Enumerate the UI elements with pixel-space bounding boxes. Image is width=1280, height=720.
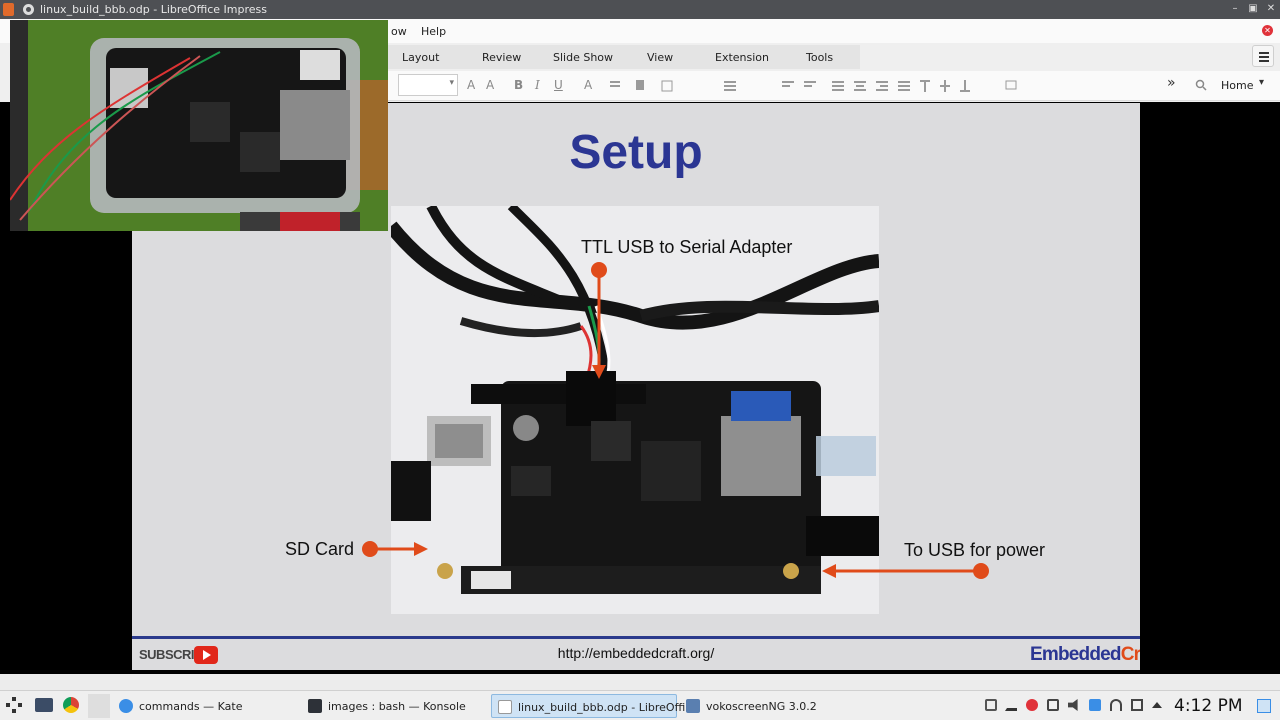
tab-tools[interactable]: Tools — [806, 51, 834, 64]
annotation-usb-power: To USB for power — [904, 540, 1046, 560]
notebook-tabs: Layout Review Slide Show View Extension … — [388, 45, 860, 69]
task-impress[interactable]: linux_build_bbb.odp - LibreOffi... — [491, 694, 696, 718]
formatting-toolbar: A A B I U A » — [388, 71, 1280, 101]
taskbar-clock[interactable]: 4:12 PM — [1174, 696, 1243, 716]
tray-expand-icon[interactable] — [1152, 702, 1162, 708]
libreoffice-impress-icon — [23, 4, 34, 15]
task-label: linux_build_bbb.odp - LibreOffi... — [518, 701, 696, 714]
overflow-chevron-icon[interactable]: » — [1167, 75, 1176, 91]
application-launcher-icon[interactable] — [6, 697, 22, 713]
konsole-icon — [308, 699, 322, 713]
annotation-sd-card: SD Card — [285, 539, 355, 559]
embeddedcraft-logo: EmbeddedCraft — [1030, 642, 1140, 668]
shrink-font-icon[interactable]: A — [486, 78, 495, 92]
window-titlebar[interactable]: linux_build_bbb.odp - LibreOffice Impres… — [0, 0, 1280, 19]
close-window-button[interactable]: ✕ — [1266, 3, 1276, 14]
maximize-button[interactable]: ▣ — [1248, 3, 1258, 14]
printer-icon[interactable] — [1131, 699, 1143, 711]
footer-divider — [132, 636, 1140, 639]
tab-view[interactable]: View — [647, 51, 674, 64]
show-desktop-icon[interactable] — [35, 698, 53, 712]
home-tab-selector[interactable]: Home — [1221, 79, 1254, 92]
bold-button[interactable]: B — [514, 78, 524, 92]
close-document-icon[interactable]: ✕ — [1262, 25, 1273, 36]
board-photo — [391, 206, 879, 614]
search-icon[interactable] — [1195, 79, 1207, 91]
record-icon[interactable] — [1026, 699, 1038, 711]
tab-layout[interactable]: Layout — [402, 51, 440, 64]
impress-icon — [498, 700, 512, 714]
paragraph-tools-icons[interactable] — [610, 77, 1030, 95]
volume-icon[interactable] — [1068, 699, 1078, 711]
wifi-icon[interactable] — [1110, 699, 1122, 711]
chrome-icon[interactable] — [63, 697, 79, 713]
brand-craft: Craft — [1120, 644, 1140, 665]
bluetooth-icon[interactable] — [1089, 699, 1101, 711]
window-title: linux_build_bbb.odp - LibreOffice Impres… — [40, 3, 267, 16]
chevron-down-icon[interactable]: ▾ — [1259, 77, 1265, 88]
strikethrough-icon[interactable]: A — [584, 78, 593, 92]
italic-button[interactable]: I — [535, 78, 540, 92]
underline-button[interactable]: U — [554, 78, 563, 92]
app-menu-icon[interactable] — [3, 3, 14, 16]
subscribe-label: SUBSCRIBE — [139, 647, 212, 662]
brand-embedded: Embedded — [1030, 644, 1122, 665]
task-kate[interactable]: commands — Kate — [113, 694, 298, 718]
slide-title: Setup — [569, 126, 703, 179]
youtube-icon — [194, 646, 218, 664]
annotation-ttl-adapter: TTL USB to Serial Adapter — [581, 237, 793, 257]
task-vokoscreen[interactable]: vokoscreenNG 3.0.2 — [680, 694, 866, 718]
font-size-dropdown[interactable] — [398, 74, 458, 96]
vokoscreen-icon — [686, 699, 700, 713]
task-label: commands — Kate — [139, 700, 243, 713]
status-bar — [0, 674, 1280, 690]
tab-slide-show[interactable]: Slide Show — [553, 51, 614, 64]
hamburger-menu-icon[interactable] — [1252, 45, 1274, 67]
webcam-overlay — [10, 20, 388, 231]
tab-review[interactable]: Review — [482, 51, 522, 64]
task-label: vokoscreenNG 3.0.2 — [706, 700, 817, 713]
task-konsole[interactable]: images : bash — Konsole — [302, 694, 488, 718]
display-icon[interactable] — [1047, 699, 1059, 711]
grow-font-icon[interactable]: A — [467, 78, 476, 92]
kate-icon — [119, 699, 133, 713]
footer-url: http://embeddedcraft.org/ — [557, 645, 715, 661]
task-label: images : bash — Konsole — [328, 700, 466, 713]
menu-item-window[interactable]: ow — [391, 25, 407, 38]
text-tool-icon[interactable] — [1005, 699, 1017, 711]
minimize-button[interactable]: – — [1232, 3, 1238, 14]
tab-extension[interactable]: Extension — [715, 51, 770, 64]
menu-item-help[interactable]: Help — [421, 25, 447, 38]
desktop-pager-icon[interactable] — [1257, 699, 1271, 713]
notification-warning-icon[interactable] — [985, 699, 997, 711]
taskbar-spacer — [88, 694, 110, 718]
taskbar: commands — Kate images : bash — Konsole … — [0, 690, 1280, 720]
annotation-arrows — [362, 262, 989, 579]
